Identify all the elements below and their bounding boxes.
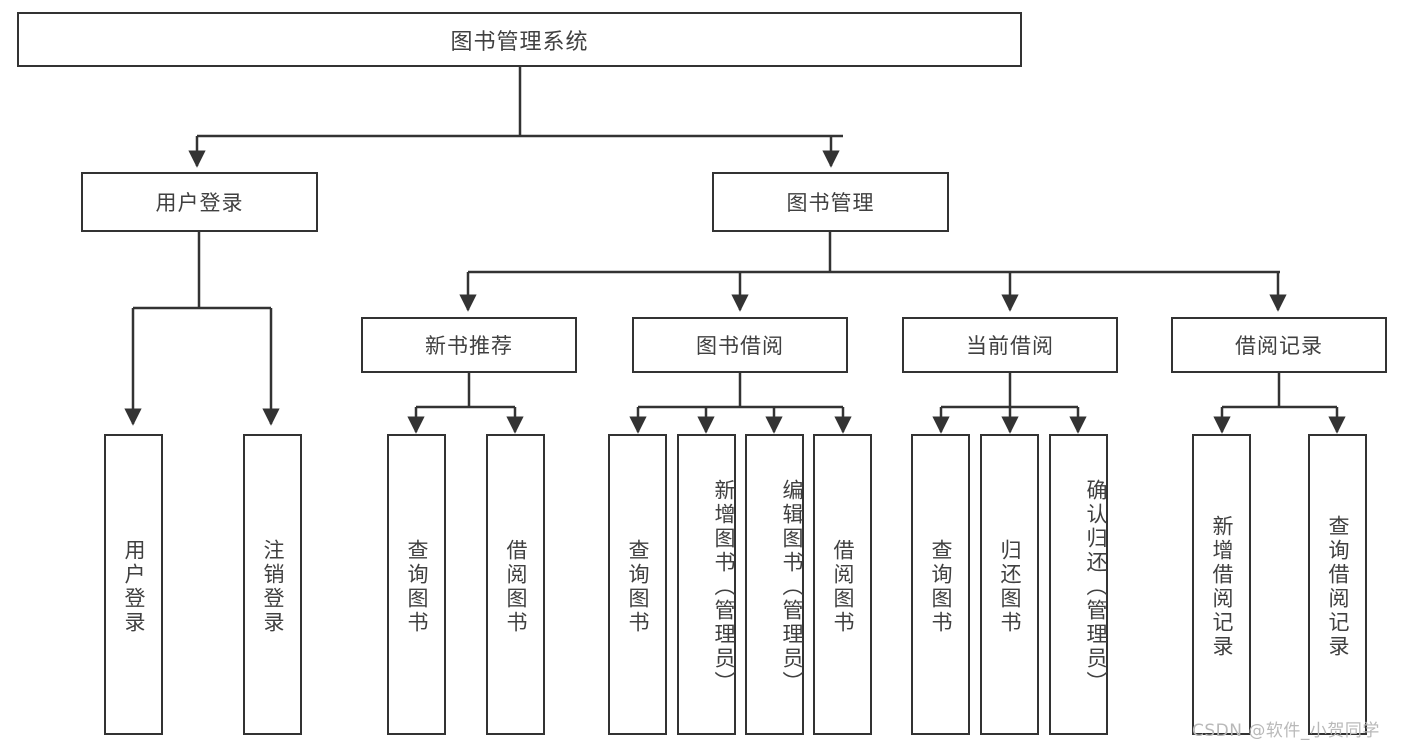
leaf-records-add-record[interactable]: 新增借阅记录 (1192, 434, 1251, 735)
leaf-current-return-book[interactable]: 归还图书 (980, 434, 1039, 735)
node-book-management[interactable]: 图书管理 (712, 172, 949, 232)
leaf-current-confirm-return-admin[interactable]: 确认归还（管理员） (1049, 434, 1108, 735)
leaf-user-login-signin-label: 用户登录 (122, 538, 146, 635)
leaf-borrow-edit-book-admin[interactable]: 编辑图书（管理员） (745, 434, 804, 735)
node-book-borrow-label: 图书借阅 (696, 334, 784, 358)
leaf-new-book-borrow-label: 借阅图书 (504, 538, 528, 635)
node-borrow-records-label: 借阅记录 (1235, 334, 1323, 358)
node-current-borrow-label: 当前借阅 (966, 334, 1054, 358)
leaf-borrow-borrow-book-label: 借阅图书 (831, 538, 855, 635)
leaf-records-query-record-label: 查询借阅记录 (1326, 514, 1350, 659)
leaf-borrow-add-book-admin-label: 新增图书（管理员） (712, 478, 736, 695)
leaf-current-return-book-label: 归还图书 (998, 538, 1022, 635)
leaf-current-query-book-label: 查询图书 (929, 538, 953, 635)
leaf-borrow-query-book-label: 查询图书 (626, 538, 650, 635)
node-user-login-label: 用户登录 (155, 191, 244, 215)
leaf-new-book-borrow[interactable]: 借阅图书 (486, 434, 545, 735)
leaf-user-login-signout-label: 注销登录 (261, 538, 285, 635)
leaf-borrow-edit-book-admin-label: 编辑图书（管理员） (780, 478, 804, 695)
leaf-records-query-record[interactable]: 查询借阅记录 (1308, 434, 1367, 735)
leaf-new-book-query[interactable]: 查询图书 (387, 434, 446, 735)
leaf-borrow-query-book[interactable]: 查询图书 (608, 434, 667, 735)
leaf-user-login-signin[interactable]: 用户登录 (104, 434, 163, 735)
node-root-system[interactable]: 图书管理系统 (17, 12, 1022, 67)
node-borrow-records[interactable]: 借阅记录 (1171, 317, 1387, 373)
node-current-borrow[interactable]: 当前借阅 (902, 317, 1118, 373)
leaf-borrow-add-book-admin[interactable]: 新增图书（管理员） (677, 434, 736, 735)
csdn-watermark: CSDN @软件_小贺同学 (1192, 721, 1380, 741)
leaf-new-book-query-label: 查询图书 (405, 538, 429, 635)
leaf-current-query-book[interactable]: 查询图书 (911, 434, 970, 735)
node-new-book-recommend[interactable]: 新书推荐 (361, 317, 577, 373)
node-book-borrow[interactable]: 图书借阅 (632, 317, 848, 373)
leaf-current-confirm-return-admin-label: 确认归还（管理员） (1084, 478, 1108, 695)
node-user-login[interactable]: 用户登录 (81, 172, 318, 232)
node-root-label: 图书管理系统 (450, 29, 589, 55)
leaf-user-login-signout[interactable]: 注销登录 (243, 434, 302, 735)
leaf-records-add-record-label: 新增借阅记录 (1210, 514, 1234, 659)
node-new-book-recommend-label: 新书推荐 (425, 334, 513, 358)
leaf-borrow-borrow-book[interactable]: 借阅图书 (813, 434, 872, 735)
node-book-management-label: 图书管理 (786, 191, 875, 215)
